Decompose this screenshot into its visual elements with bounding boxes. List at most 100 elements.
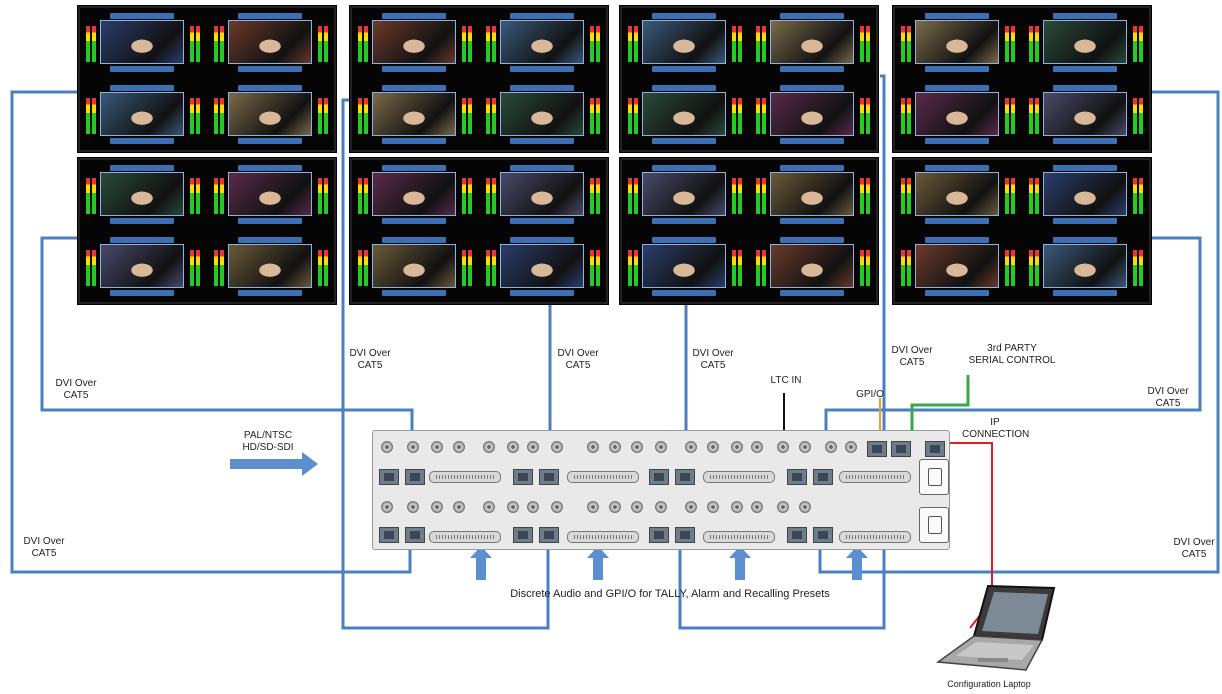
- audio-meter: [860, 250, 864, 286]
- video-thumbnail: [915, 244, 999, 288]
- video-thumbnail: [372, 92, 456, 136]
- audio-meter: [1011, 26, 1015, 62]
- dsub-connector: [703, 471, 775, 483]
- tile-label-top: [652, 85, 716, 91]
- audio-meter: [596, 98, 600, 134]
- mv-tile: [752, 236, 878, 298]
- monitor-4: [893, 6, 1151, 152]
- tile-label-bottom: [510, 290, 574, 296]
- tile-label-bottom: [652, 290, 716, 296]
- dsub-connector: [429, 471, 501, 483]
- monitor-2: [350, 6, 608, 152]
- discrete-arrows: [470, 546, 868, 580]
- video-thumbnail: [228, 172, 312, 216]
- mv-tile: [82, 164, 208, 226]
- tile-label-top: [510, 13, 574, 19]
- video-thumbnail: [915, 92, 999, 136]
- audio-meter: [732, 98, 736, 134]
- bnc-connector: [731, 441, 743, 453]
- tile-label-top: [510, 165, 574, 171]
- audio-meter: [486, 178, 490, 214]
- tile-label-bottom: [238, 218, 302, 224]
- audio-meter: [86, 250, 90, 286]
- bnc-connector: [587, 441, 599, 453]
- audio-meter: [462, 250, 466, 286]
- audio-meter: [92, 98, 96, 134]
- mv-tile: [354, 164, 480, 226]
- mv-tile: [624, 164, 750, 226]
- rj45-port: [539, 527, 559, 543]
- bnc-connector: [551, 501, 563, 513]
- audio-meter: [738, 178, 742, 214]
- audio-meter: [86, 98, 90, 134]
- audio-meter: [596, 178, 600, 214]
- tile-label-top: [238, 13, 302, 19]
- tile-label-top: [110, 85, 174, 91]
- video-thumbnail: [770, 244, 854, 288]
- tile-label-bottom: [382, 290, 446, 296]
- audio-meter: [1005, 250, 1009, 286]
- audio-meter: [590, 98, 594, 134]
- tile-label-bottom: [780, 66, 844, 72]
- audio-meter: [634, 26, 638, 62]
- mv-tile: [482, 164, 608, 226]
- audio-meter: [462, 98, 466, 134]
- tile-label-top: [780, 85, 844, 91]
- mv-tile: [1025, 12, 1151, 74]
- tile-label-top: [382, 85, 446, 91]
- tile-label-bottom: [925, 290, 989, 296]
- video-thumbnail: [770, 20, 854, 64]
- audio-meter: [196, 98, 200, 134]
- audio-meter: [1011, 98, 1015, 134]
- laptop-icon: [930, 578, 1060, 678]
- monitor-5: [78, 158, 336, 304]
- tile-label-top: [652, 237, 716, 243]
- audio-meter: [866, 250, 870, 286]
- tile-label-bottom: [238, 290, 302, 296]
- bnc-connector: [777, 501, 789, 513]
- audio-meter: [901, 250, 905, 286]
- audio-meter: [190, 250, 194, 286]
- audio-meter: [628, 26, 632, 62]
- video-thumbnail: [1043, 244, 1127, 288]
- rj45-port: [513, 527, 533, 543]
- tile-label-top: [925, 165, 989, 171]
- audio-meter: [92, 250, 96, 286]
- bnc-connector: [507, 501, 519, 513]
- tile-label-top: [925, 13, 989, 19]
- audio-meter: [86, 26, 90, 62]
- input-arrow: [230, 452, 318, 476]
- audio-meter: [762, 178, 766, 214]
- video-thumbnail: [500, 20, 584, 64]
- audio-meter: [1035, 26, 1039, 62]
- tile-label-bottom: [1053, 290, 1117, 296]
- audio-meter: [634, 250, 638, 286]
- audio-meter: [324, 178, 328, 214]
- audio-meter: [1011, 250, 1015, 286]
- audio-meter: [732, 178, 736, 214]
- tile-label-top: [510, 237, 574, 243]
- rj45-port: [891, 441, 911, 457]
- mv-tile: [354, 84, 480, 146]
- audio-meter: [1139, 26, 1143, 62]
- dsub-connector: [839, 471, 911, 483]
- tile-label-top: [110, 237, 174, 243]
- monitor-1: [78, 6, 336, 152]
- video-thumbnail: [642, 20, 726, 64]
- audio-meter: [1139, 178, 1143, 214]
- tile-label-top: [780, 165, 844, 171]
- tile-label-top: [238, 237, 302, 243]
- tile-label-top: [1053, 165, 1117, 171]
- mv-tile: [897, 164, 1023, 226]
- mv-tile: [482, 236, 608, 298]
- audio-meter: [462, 26, 466, 62]
- bnc-connector: [407, 501, 419, 513]
- audio-meter: [1133, 26, 1137, 62]
- video-thumbnail: [642, 244, 726, 288]
- audio-meter: [756, 250, 760, 286]
- mv-tile: [897, 236, 1023, 298]
- tile-label-bottom: [110, 218, 174, 224]
- mv-tile: [210, 12, 336, 74]
